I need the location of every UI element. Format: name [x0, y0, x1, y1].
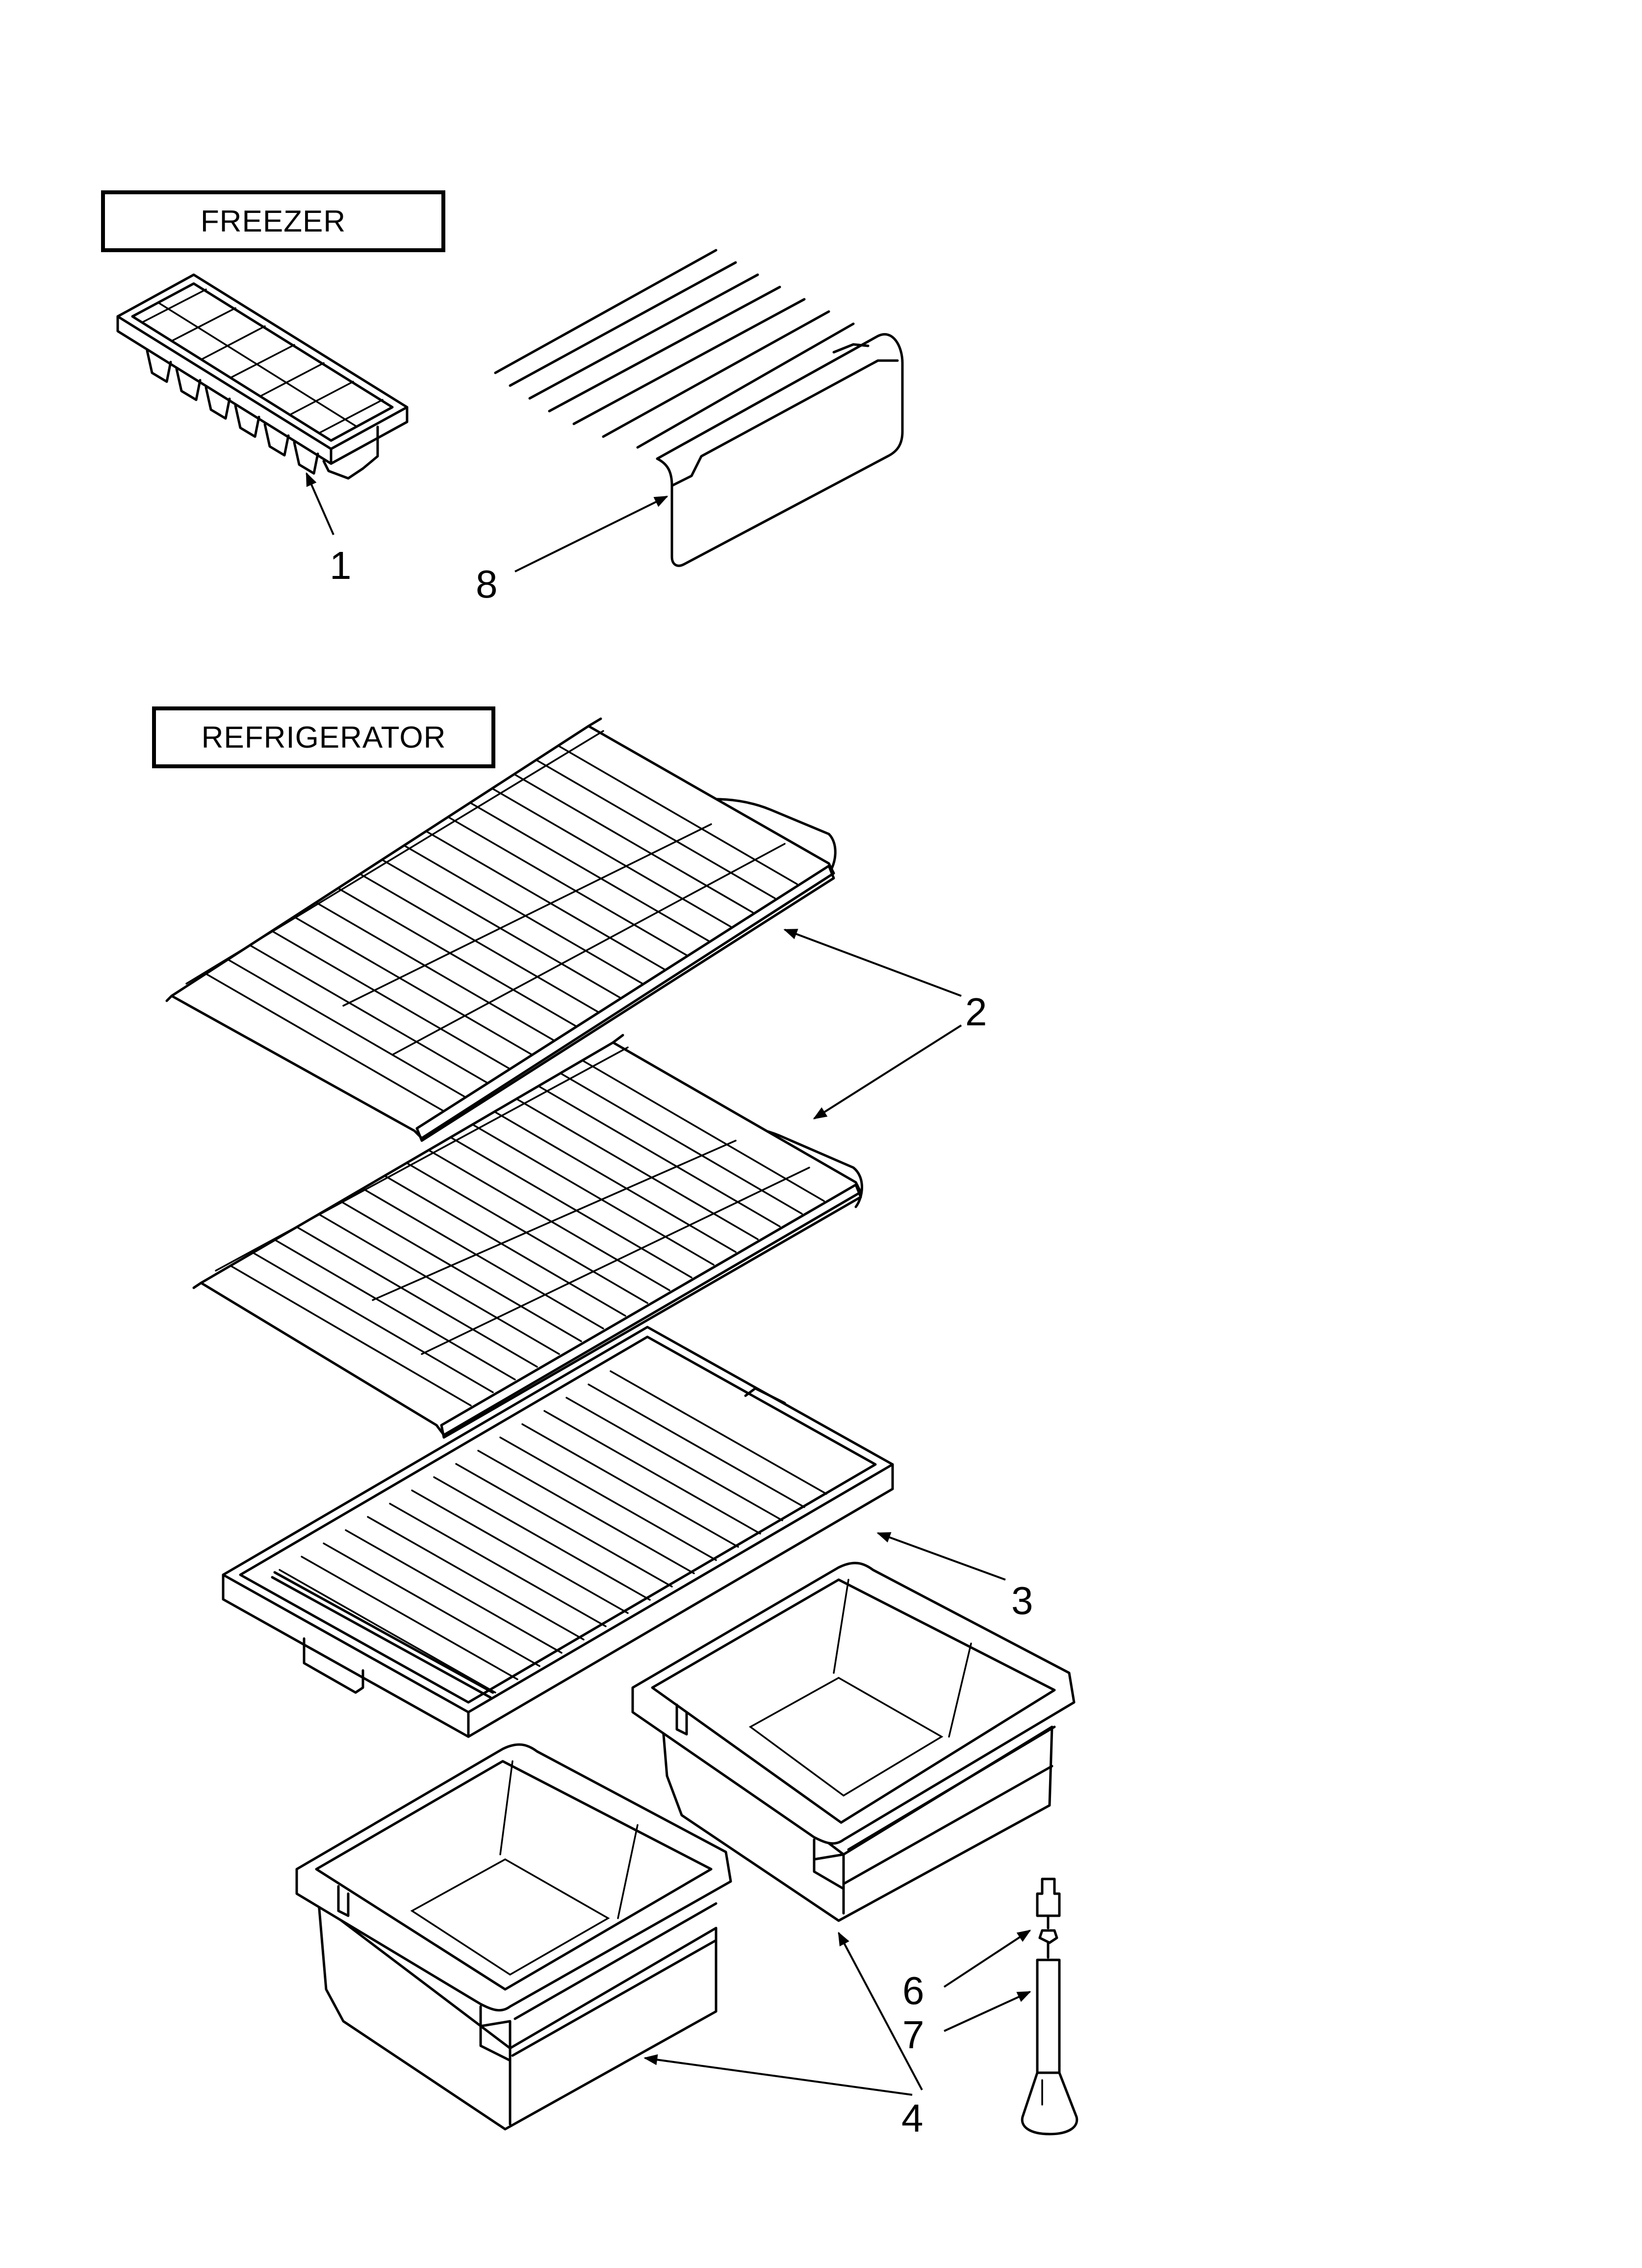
freezer-wire-shelf: [494, 249, 904, 567]
leader-6: [943, 1929, 1031, 1988]
refrigerator-label-text: REFRIGERATOR: [201, 720, 446, 755]
leader-2a: [783, 929, 962, 997]
ice-cube-tray: [116, 273, 409, 480]
refrigerator-wire-shelf-lower: [192, 1034, 863, 1439]
callout-1: 1: [330, 544, 352, 587]
callout-6: 6: [902, 1969, 924, 2012]
leader-2b: [813, 1024, 962, 1120]
freezer-label-text: FREEZER: [200, 204, 346, 238]
crisper-drawer-left: [295, 1743, 732, 2131]
callout-8: 8: [476, 562, 498, 606]
leader-8: [514, 495, 668, 573]
refrigerator-section-label: REFRIGERATOR: [152, 706, 495, 768]
callout-2: 2: [965, 990, 987, 1034]
leader-7: [944, 1991, 1031, 2032]
freezer-section-label: FREEZER: [101, 190, 445, 252]
leader-4a: [838, 1931, 923, 2090]
callout-3: 3: [1011, 1579, 1033, 1622]
leader-1: [306, 472, 334, 535]
refrigerator-wire-shelf-upper: [165, 717, 837, 1142]
leader-4b: [643, 2054, 913, 2096]
crisper-drawer-right: [631, 1562, 1076, 1922]
shelf-stud-parts: [1021, 1877, 1078, 2136]
crisper-cover-glass-shelf: [222, 1326, 894, 1738]
callout-4: 4: [901, 2096, 924, 2140]
callout-7: 7: [902, 2013, 924, 2057]
leader-3: [876, 1532, 1006, 1581]
